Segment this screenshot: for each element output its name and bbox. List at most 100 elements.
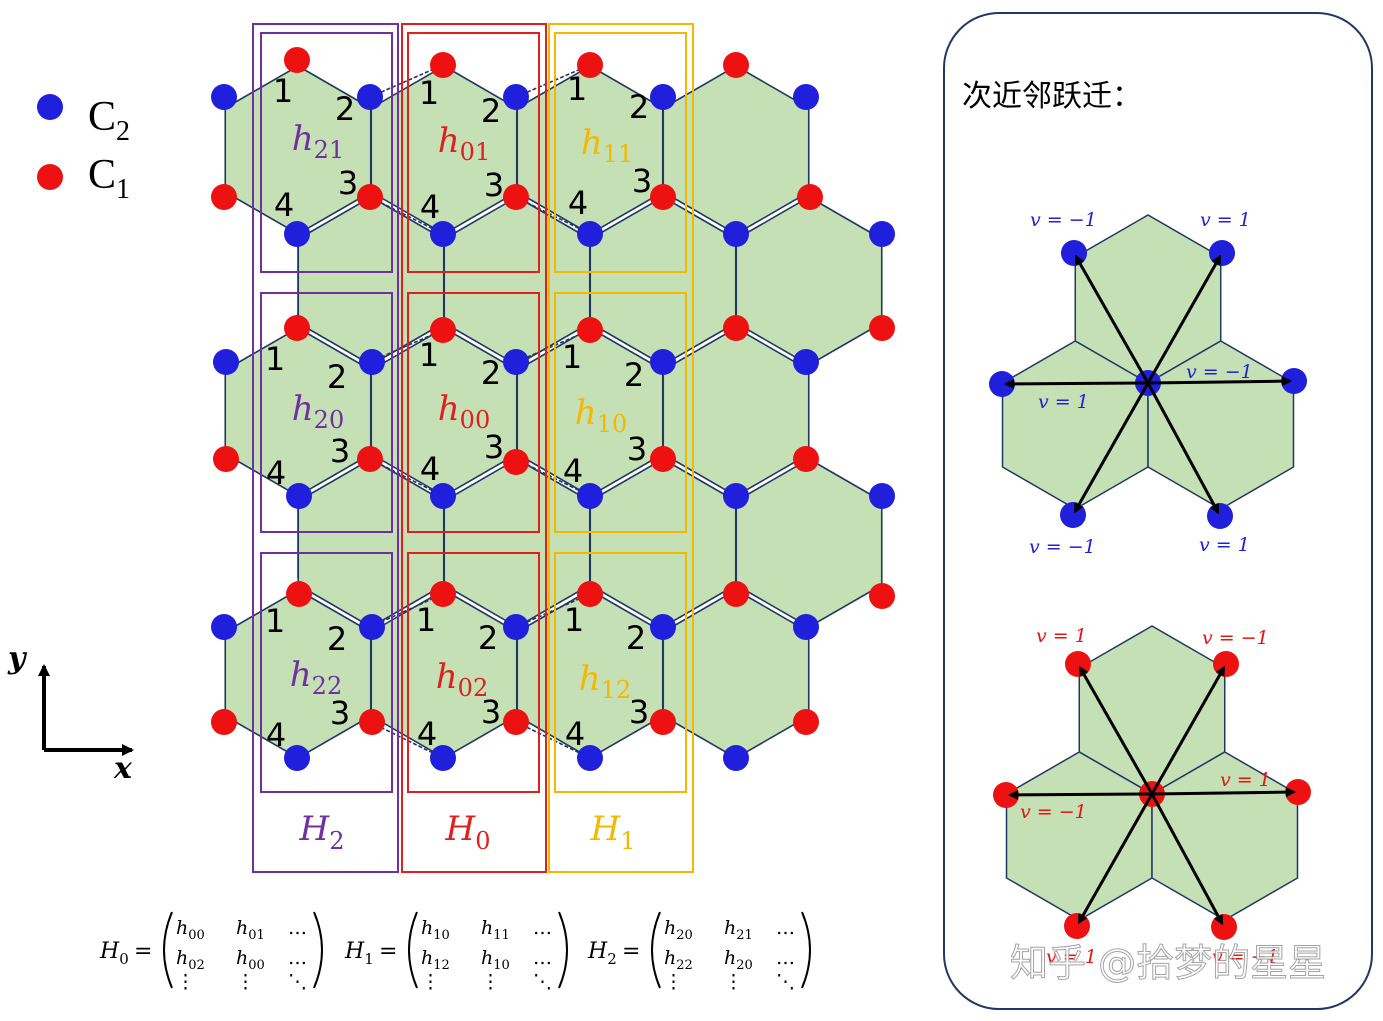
site-number: 3 (330, 694, 350, 732)
matrix-entry: h22 (664, 947, 693, 973)
neighbor-site (1285, 779, 1311, 805)
c1-site (577, 52, 603, 78)
c2-site (357, 84, 383, 110)
column-label-h2: H2 (299, 809, 345, 855)
c2-site (359, 349, 385, 375)
c1-site (650, 184, 676, 210)
column-box-h2 (252, 23, 399, 873)
watermark: 知乎 @拾梦的星星 (1010, 941, 1326, 985)
site-number: 2 (478, 619, 498, 657)
hopping-arrow (1077, 793, 1154, 925)
site-number: 4 (568, 184, 588, 222)
hopping-arrow (1003, 378, 1149, 389)
site-number: 4 (563, 452, 583, 490)
c1-site (723, 581, 749, 607)
cell-box (260, 292, 393, 533)
hexagon (735, 458, 883, 628)
c1-site (797, 184, 823, 210)
c2-site (211, 614, 237, 640)
site-number: 1 (567, 70, 587, 108)
hopping-label: v = 1 (1200, 209, 1251, 231)
c1-site (869, 315, 895, 341)
c2-site (869, 483, 895, 509)
matrix-entry: … (776, 947, 795, 969)
site-number: 3 (338, 164, 358, 202)
neighbor-site (1065, 651, 1091, 677)
site-number: 1 (265, 602, 285, 640)
hopping-label: v = 1 (1046, 946, 1097, 968)
matrix-entry: ⋱ (533, 971, 552, 993)
cell-box (554, 32, 687, 273)
c2-site (577, 745, 603, 771)
site-number: 2 (624, 356, 644, 394)
dashed-bond (515, 593, 591, 628)
site-number: 3 (481, 693, 501, 731)
matrix-lhs: H2 (587, 939, 617, 968)
neighbor-site (1064, 913, 1090, 939)
right-paren (558, 911, 568, 989)
site-number: 3 (484, 428, 504, 466)
neighbor-site (1281, 368, 1307, 394)
hopping-label: v = 1 (1036, 625, 1087, 647)
neighbor-site (989, 371, 1015, 397)
dashed-bond (369, 64, 444, 98)
hopping-label: v = 1 (1199, 534, 1250, 556)
right-paren (313, 911, 323, 989)
c2-site (430, 745, 456, 771)
left-paren (408, 911, 418, 989)
site-number: 1 (562, 338, 582, 376)
site-number: 3 (629, 693, 649, 731)
matrix-entry: h00 (236, 947, 265, 973)
matrix-entry: h00 (176, 917, 205, 943)
site-number: 4 (420, 188, 440, 226)
cell-label-h01: h01 (438, 121, 490, 166)
c2-site (284, 745, 310, 771)
matrix-equals: = (134, 939, 152, 964)
legend-c2-dot (37, 94, 63, 120)
hopping-arrow (1151, 787, 1297, 798)
site-number: 3 (627, 430, 647, 468)
hexagon (735, 196, 883, 366)
site-number: 1 (265, 340, 285, 378)
c1-site (357, 446, 383, 472)
legend: C2 C1 (37, 94, 130, 205)
atom-sites (211, 47, 895, 771)
c2-site (211, 84, 237, 110)
c1-site (577, 581, 603, 607)
c1-site (793, 446, 819, 472)
c1-site (577, 317, 603, 343)
matrix-entry: h20 (664, 917, 693, 943)
cell-box (554, 292, 687, 533)
c1-site (286, 581, 312, 607)
cell-label-h10: h10 (575, 393, 627, 438)
c1-site (359, 709, 385, 735)
c1-site (503, 709, 529, 735)
c2-site (869, 221, 895, 247)
matrix-entry: … (776, 917, 795, 939)
y-axis-label: y (7, 641, 28, 676)
matrix-entry: h11 (481, 917, 510, 943)
hopping-arrow (1146, 382, 1220, 515)
hopping-label: v = −1 (1202, 627, 1269, 649)
cell-box (407, 292, 540, 533)
dashed-bond (369, 196, 444, 235)
matrix-equals: = (379, 939, 397, 964)
site-number: 4 (420, 450, 440, 488)
dashed-bond (515, 721, 591, 759)
dashed-bond (369, 458, 444, 497)
c2-site (793, 614, 819, 640)
site-number: 2 (481, 92, 501, 130)
c2-site (286, 483, 312, 509)
panel-frame (943, 12, 1373, 1010)
c1-site (650, 446, 676, 472)
matrix-lhs: H0 (99, 939, 129, 968)
matrix-entry: h21 (724, 917, 753, 943)
c2-site (793, 84, 819, 110)
matrix-entry: … (288, 917, 307, 939)
